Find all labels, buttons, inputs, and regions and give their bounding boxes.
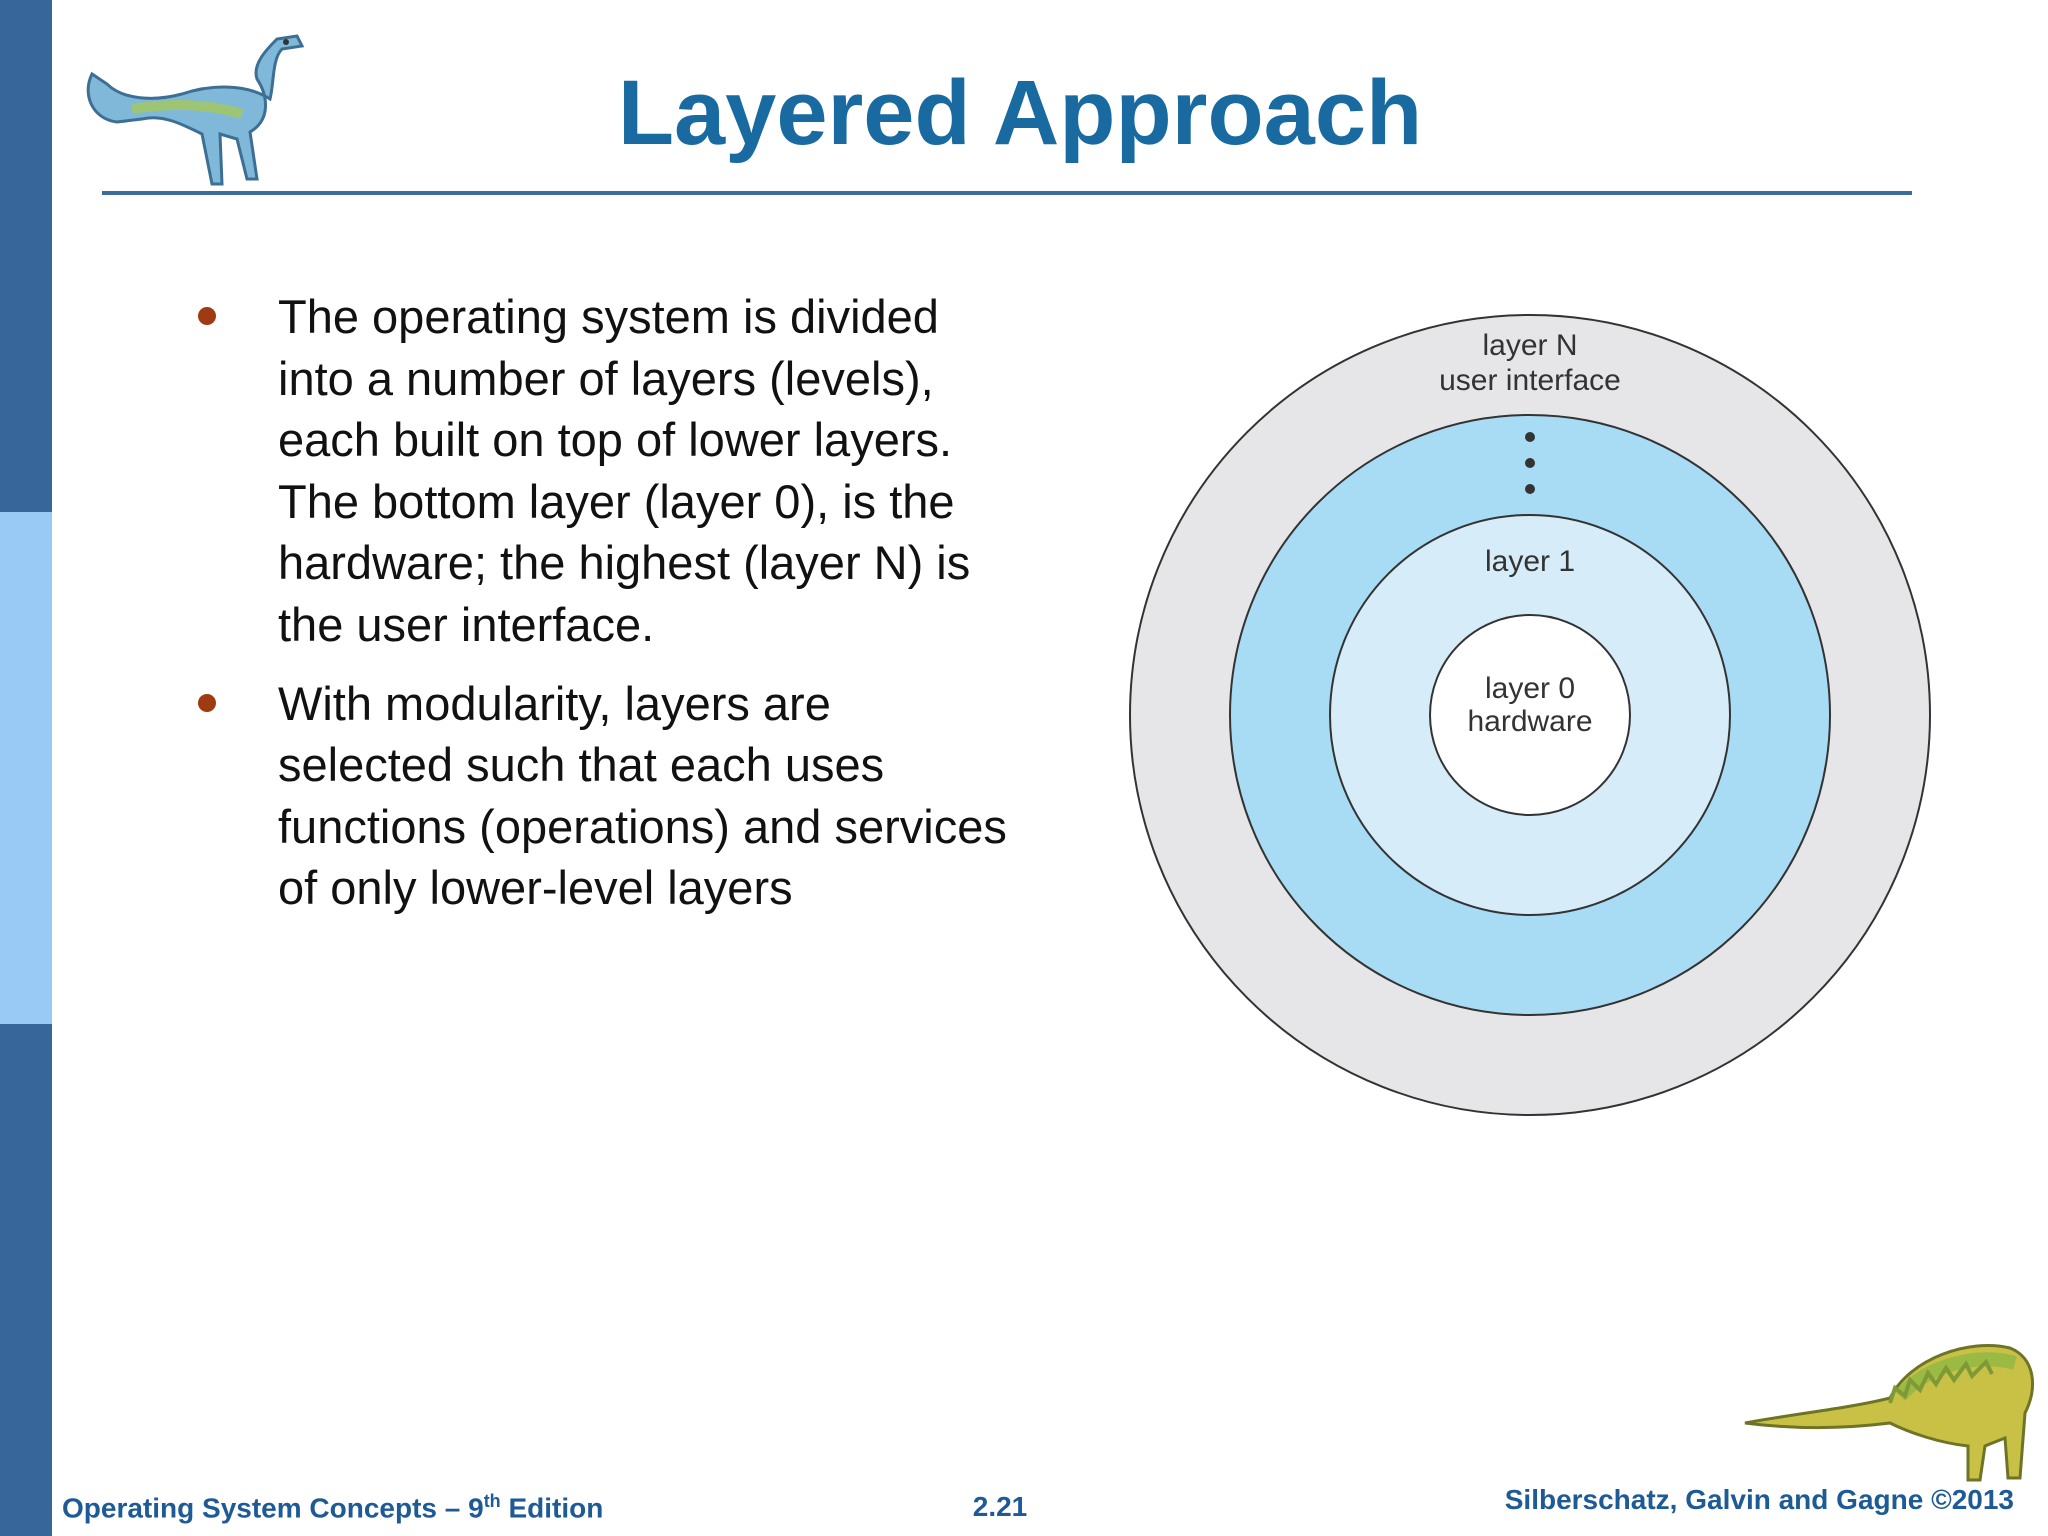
bullet-list: The operating system is divided into a n… [190,286,1010,936]
layer-diagram: layer N user interface layer 1 layer 0 h… [1129,314,1931,1116]
dinosaur-footer-icon [1744,1343,2035,1482]
bullet-icon [198,693,216,712]
footer-authors: Silberschatz, Galvin and Gagne ©2013 [1504,1484,2014,1515]
footer-book-title: Operating System Concepts – 9th Edition [62,1491,603,1524]
sidebar-bottom-band [0,1024,52,1536]
sidebar-top-band [0,0,52,512]
footer-book-title-suffix: Edition [500,1492,604,1524]
bullet-text: The operating system is divided into a n… [278,290,971,651]
title-divider [102,191,1912,195]
hardware-label: hardware [1467,705,1592,738]
layer-1-label: layer 1 [1485,545,1575,578]
bullet-icon [198,307,216,325]
dinosaur-logo-icon [86,34,305,186]
page-title: Layered Approach [617,62,1423,164]
user-interface-label: user interface [1439,364,1621,397]
list-item: With modularity, layers are selected suc… [190,673,1010,919]
layer-0-label: layer 0 [1485,672,1575,705]
layer-0-core [1429,614,1631,816]
list-item: The operating system is divided into a n… [190,286,1010,656]
bullet-text: With modularity, layers are selected suc… [278,676,1007,915]
footer-book-title-sup: th [483,1491,501,1511]
vertical-ellipsis-icon [1525,432,1535,494]
footer-book-title-prefix: Operating System Concepts – 9 [62,1492,484,1524]
sidebar-middle-band [0,512,52,1024]
layer-n-label: layer N [1482,329,1577,362]
page-number: 2.21 [972,1491,1028,1522]
